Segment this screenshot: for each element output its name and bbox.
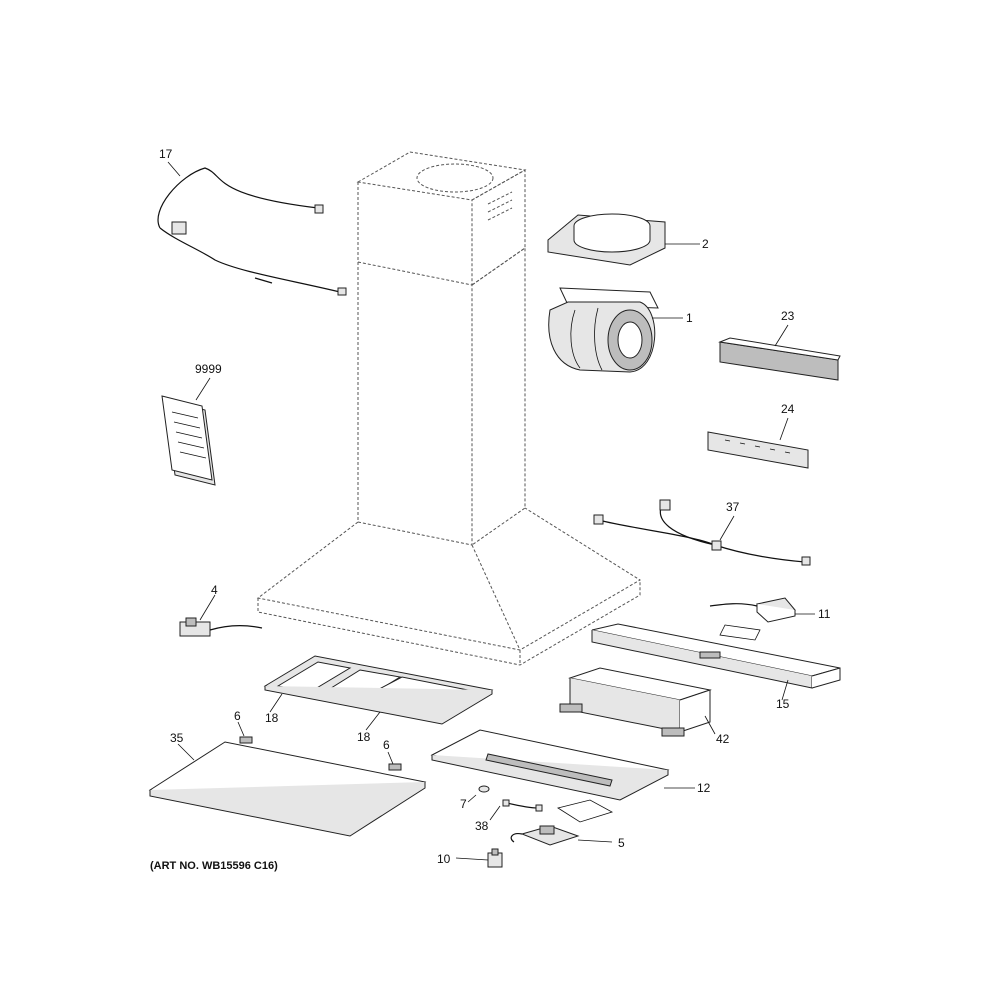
callout-10: 10 (437, 852, 451, 866)
callout-11: 11 (818, 607, 831, 621)
art-number: (ART NO. WB15596 C16) (150, 860, 278, 872)
mounting-bracket-part (707, 431, 809, 469)
control-box-part-42 (559, 667, 712, 737)
channel-part-15 (591, 623, 841, 689)
small-parts (478, 785, 614, 868)
callout-5: 5 (618, 836, 625, 850)
callout-15: 15 (776, 697, 790, 711)
callout-1: 1 (686, 311, 693, 325)
callout-6a: 6 (234, 709, 241, 723)
light-tray-part-12 (430, 729, 670, 801)
callout-17: 17 (159, 147, 173, 161)
callout-4: 4 (211, 583, 218, 597)
callout-labels: 17 2 1 23 9999 24 37 4 11 15 18 18 6 6 3… (159, 147, 831, 866)
transformer-part-11 (709, 597, 796, 641)
chimney-hood-outline (256, 151, 641, 666)
bottom-panel-part-35 (148, 741, 427, 837)
callout-6b: 6 (383, 738, 390, 752)
leader-lines (167, 161, 815, 861)
trim-strip-part (718, 337, 841, 381)
grease-filters-part (263, 655, 494, 725)
blower-motor-part (548, 287, 659, 373)
wire-harness-part (157, 167, 347, 296)
callout-37: 37 (726, 500, 740, 514)
callout-18a: 18 (265, 711, 279, 725)
duct-adapter-part (547, 213, 666, 266)
callout-24: 24 (781, 402, 795, 416)
callout-12: 12 (697, 781, 711, 795)
callout-2: 2 (702, 237, 709, 251)
callout-38: 38 (475, 819, 489, 833)
clip-parts-6 (239, 736, 402, 771)
callout-18b: 18 (357, 730, 371, 744)
callout-7: 7 (460, 797, 467, 811)
callout-35: 35 (170, 731, 184, 745)
callout-23: 23 (781, 309, 795, 323)
callout-42: 42 (716, 732, 730, 746)
switch-part-4 (179, 617, 263, 637)
callout-9999: 9999 (195, 362, 222, 376)
owners-manual-part (161, 395, 216, 486)
harness-part-37 (593, 499, 811, 566)
